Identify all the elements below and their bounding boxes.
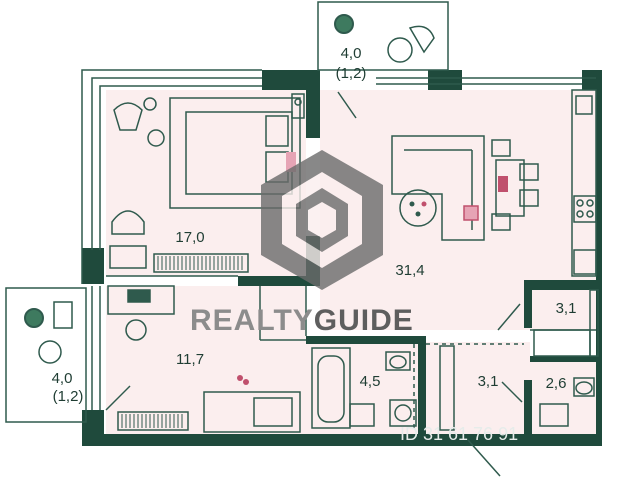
vase: [498, 176, 508, 192]
balcony-left-chair: [53, 301, 73, 329]
wall-wc-top: [530, 356, 596, 362]
sink-wc: [539, 403, 569, 427]
wall-right: [596, 70, 602, 440]
wall-bath-top: [306, 336, 426, 344]
door-swings: [105, 91, 523, 477]
balcony-furniture: [38, 25, 435, 364]
bath-furniture: [311, 289, 599, 431]
radiator-room: [117, 411, 189, 431]
area-wc: 2,6: [546, 375, 567, 392]
armchair: [113, 102, 143, 131]
wc-floor: [530, 360, 596, 434]
dresser: [109, 245, 147, 269]
plants: [24, 14, 354, 328]
washing-machine: [389, 399, 417, 427]
corner-sofa: [391, 135, 485, 241]
coffee-table: [399, 189, 437, 227]
second-room-floor: [106, 286, 306, 434]
wall-wc-left: [524, 280, 532, 328]
toilet-bath: [385, 351, 411, 371]
area-balcony-top-sub: (1,2): [336, 65, 367, 82]
wall-closet-top: [524, 280, 596, 290]
desk: [107, 285, 175, 315]
area-bedroom: 17,0: [175, 229, 204, 246]
wall-top-middle: [428, 70, 462, 90]
balcony-top-table: [387, 37, 413, 63]
area-balcony-left-sub: (1,2): [53, 388, 84, 405]
wall-wc-left-low: [524, 380, 532, 434]
stove: [573, 195, 597, 223]
sink-bath: [349, 403, 375, 427]
watermark-brand-part1: REALTY: [190, 304, 314, 337]
area-closet: 3,1: [556, 300, 577, 317]
closet-shelves: [589, 289, 599, 357]
walls: [82, 70, 602, 446]
desk-chair: [125, 319, 147, 341]
watermark-brand-part2: GUIDE: [314, 304, 414, 337]
balcony-left-frame: [5, 287, 87, 423]
nightstand: [291, 93, 305, 119]
living-furniture: [391, 89, 597, 277]
pillow-accent: [286, 152, 296, 172]
watermark-listing-id: ID 31 61 76 91: [400, 424, 518, 444]
dresser-chair: [111, 210, 145, 235]
laptop: [127, 289, 151, 303]
wardrobe-hall: [439, 345, 455, 431]
area-balcony-top: 4,0: [341, 45, 362, 62]
area-hall: 3,1: [478, 373, 499, 390]
balcony-top-chair: [408, 25, 435, 54]
plant-icon-2: [24, 308, 44, 328]
area-second-room: 11,7: [176, 351, 204, 368]
area-living: 31,4: [395, 262, 424, 279]
radiator-bedroom: [153, 253, 249, 273]
single-bed: [203, 391, 301, 433]
bedroom-outer-frame: [81, 69, 262, 284]
wall-bedroom-right: [306, 90, 320, 138]
second-room-furniture: [107, 285, 301, 433]
wall-left-lower: [82, 410, 104, 446]
watermark-logo-icon: [261, 150, 383, 290]
toy-accent: [237, 375, 249, 385]
wall-bottom: [82, 434, 602, 446]
living-accents: [286, 152, 508, 221]
wall-left-mid: [82, 248, 104, 284]
bathtub: [311, 347, 351, 429]
wall-top-left: [262, 70, 320, 90]
area-bathroom: 4,5: [360, 373, 381, 390]
radiator-bedroom-fins: [121, 256, 243, 428]
wall-inner-mid: [238, 276, 320, 286]
toilet-wc: [573, 377, 595, 397]
kitchen-sink: [575, 95, 593, 115]
double-bed: [169, 97, 301, 209]
plant-icon: [334, 14, 354, 34]
area-labels: 4,0 (1,2) 17,0 31,4 4,0 (1,2) 11,7 4,5 3…: [52, 45, 577, 405]
wall-bath-right: [418, 336, 426, 434]
balcony-left-table: [38, 340, 62, 364]
balcony-top-frame: [317, 1, 449, 71]
fridge: [573, 249, 597, 275]
area-balcony-left: 4,0: [52, 370, 73, 387]
outline-walls: [5, 1, 596, 430]
watermark-text: REALTYGUIDE: [190, 304, 414, 337]
watermark: REALTYGUIDE ID 31 61 76 91: [190, 304, 518, 444]
cushion: [463, 205, 479, 221]
hall-floor: [420, 342, 530, 434]
room-fills: [106, 6, 596, 434]
